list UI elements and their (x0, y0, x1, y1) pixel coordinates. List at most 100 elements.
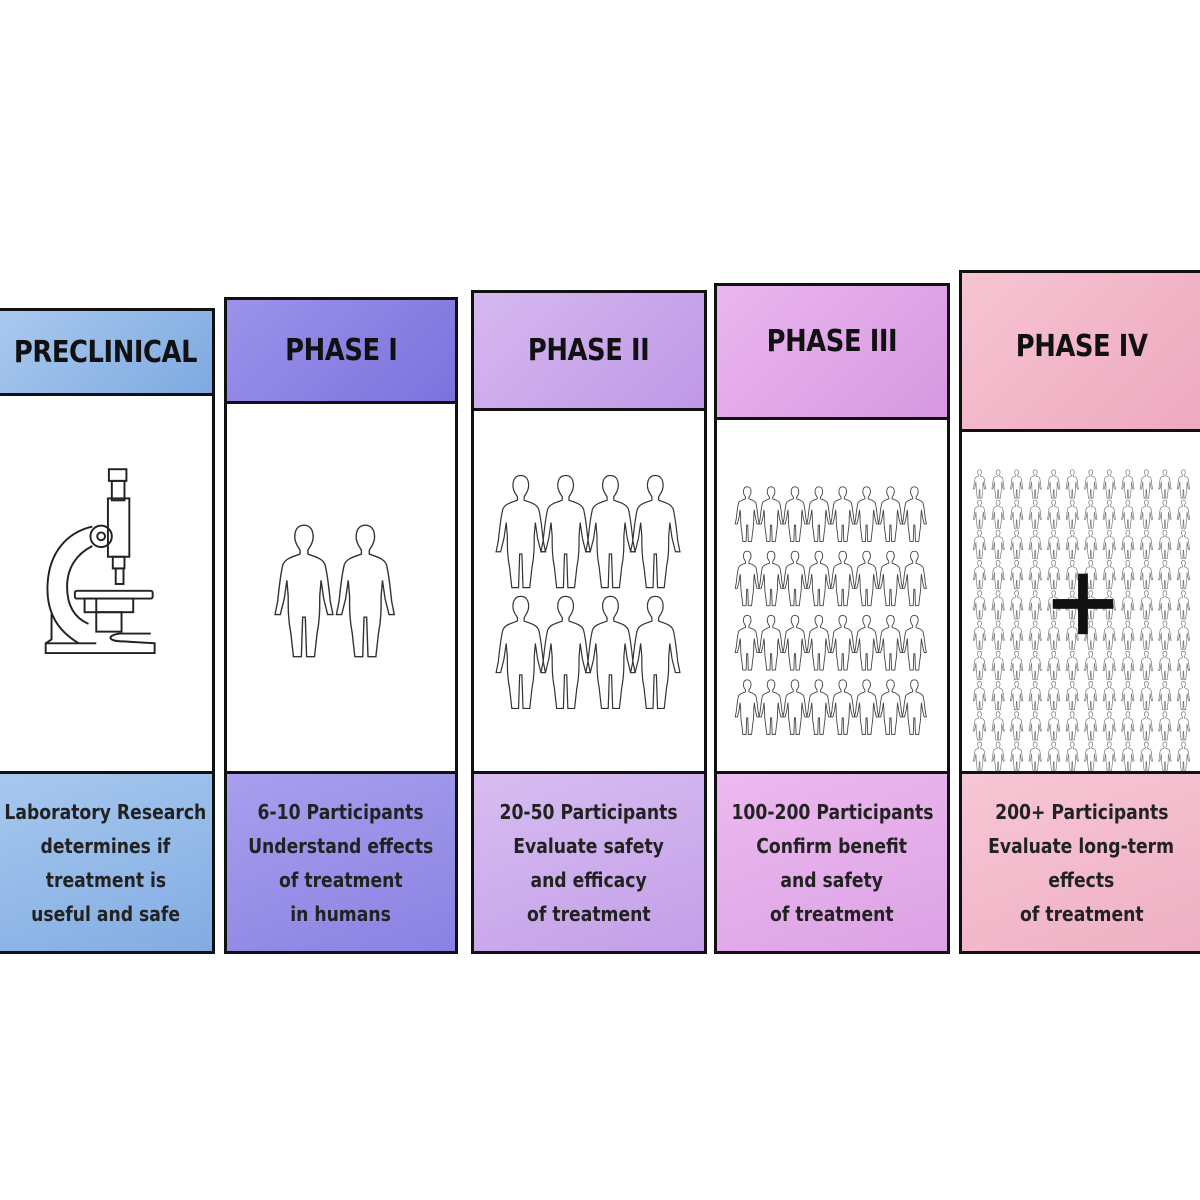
panel-illustration (0, 393, 215, 774)
human-figure-icon (831, 615, 855, 670)
human-figure-icon (586, 596, 635, 708)
human-figure-icon (807, 487, 831, 542)
human-figure-icon (1010, 621, 1022, 649)
human-figure-icon (735, 551, 759, 606)
human-figure-icon (1066, 561, 1078, 589)
human-figure-icon (1010, 500, 1022, 528)
human-figure-icon (1140, 651, 1152, 679)
human-figure-icon (1103, 681, 1115, 709)
human-figure-icon (1066, 651, 1078, 679)
human-figure-icon (1122, 681, 1134, 709)
panel-header: PHASE III (714, 283, 950, 420)
human-figure-icon (1029, 681, 1041, 709)
human-figure-icon (992, 561, 1004, 589)
description-line: and efficacy (530, 867, 648, 892)
human-figure-icon (1122, 651, 1134, 679)
human-figure-icon (1085, 712, 1097, 740)
human-figure-icon (1085, 530, 1097, 558)
human-figure-icon (1066, 681, 1078, 709)
human-figure-icon (1085, 591, 1097, 619)
human-figure-icon (992, 500, 1004, 528)
human-figure-icon (1085, 651, 1097, 679)
participants-illustration (474, 411, 704, 771)
description-line: and safety (780, 867, 884, 892)
description-line: Evaluate long-term (988, 833, 1175, 858)
human-figure-icon (336, 525, 394, 657)
human-figure-icon (1029, 530, 1041, 558)
panel-title: PHASE II (528, 333, 650, 368)
human-figure-icon (1103, 561, 1115, 589)
human-figure-icon (1047, 561, 1059, 589)
human-figure-icon (1122, 621, 1134, 649)
human-figure-icon (878, 551, 902, 606)
human-figure-icon (1010, 561, 1022, 589)
human-figure-icon (878, 615, 902, 670)
human-figure-icon (973, 591, 985, 619)
human-figure-icon (1010, 530, 1022, 558)
human-figure-icon (759, 615, 783, 670)
human-figure-icon (735, 680, 759, 735)
human-figure-icon (973, 561, 985, 589)
human-figure-icon (496, 596, 545, 708)
human-figure-icon (1140, 530, 1152, 558)
human-figure-icon (992, 681, 1004, 709)
panel-description: Laboratory Research determines if treatm… (0, 771, 215, 954)
human-figure-icon (1047, 712, 1059, 740)
human-figure-icon (1103, 621, 1115, 649)
human-figure-icon (831, 487, 855, 542)
description-line: 6-10 Participants (257, 799, 425, 824)
human-figure-icon (1159, 470, 1171, 498)
panel-description: 20-50 Participants Evaluate safety and e… (471, 771, 707, 954)
description-line: 100-200 Participants (731, 799, 934, 824)
human-figure-icon (1085, 681, 1097, 709)
human-figure-icon (1010, 681, 1022, 709)
human-figure-icon (807, 551, 831, 606)
description-line: Evaluate safety (513, 833, 665, 858)
human-figure-icon (1029, 651, 1041, 679)
human-figure-icon (1029, 591, 1041, 619)
human-figure-icon (1029, 712, 1041, 740)
human-figure-icon (1066, 470, 1078, 498)
human-figure-icon (902, 487, 926, 542)
human-figure-icon (1085, 470, 1097, 498)
human-figure-icon (1047, 500, 1059, 528)
human-figure-icon (855, 487, 879, 542)
panel-header: PRECLINICAL (0, 308, 215, 396)
panel-illustration (959, 429, 1200, 774)
human-figure-icon (1159, 742, 1171, 770)
human-figure-icon (496, 476, 545, 588)
panel-illustration (224, 401, 458, 774)
human-figure-icon (1159, 621, 1171, 649)
human-figure-icon (1122, 530, 1134, 558)
panel-illustration (714, 417, 950, 774)
human-figure-icon (855, 551, 879, 606)
human-figure-icon (1140, 712, 1152, 740)
human-figure-icon (1159, 651, 1171, 679)
description-line: of treatment (279, 867, 403, 892)
human-figure-icon (631, 596, 680, 708)
human-figure-icon (1066, 742, 1078, 770)
panel-description: 6-10 Participants Understand effects of … (224, 771, 458, 954)
human-figure-icon (992, 651, 1004, 679)
human-figure-icon (1140, 561, 1152, 589)
panel-description: 100-200 Participants Confirm benefit and… (714, 771, 950, 954)
human-figure-icon (992, 530, 1004, 558)
description-line: of treatment (527, 901, 651, 926)
human-figure-icon (1103, 470, 1115, 498)
human-figure-icon (973, 621, 985, 649)
human-figure-icon (759, 551, 783, 606)
panel-title: PRECLINICAL (13, 334, 198, 370)
human-figure-icon (275, 525, 333, 657)
human-figure-icon (992, 621, 1004, 649)
human-figure-icon (1029, 470, 1041, 498)
human-figure-icon (541, 476, 590, 588)
human-figure-icon (735, 615, 759, 670)
human-figure-icon (1029, 742, 1041, 770)
human-figure-icon (1122, 591, 1134, 619)
human-figure-icon (1159, 500, 1171, 528)
human-figure-icon (1159, 712, 1171, 740)
human-figure-icon (1103, 742, 1115, 770)
participants-illustration (962, 432, 1200, 771)
human-figure-icon (878, 680, 902, 735)
human-figure-icon (1066, 591, 1078, 619)
